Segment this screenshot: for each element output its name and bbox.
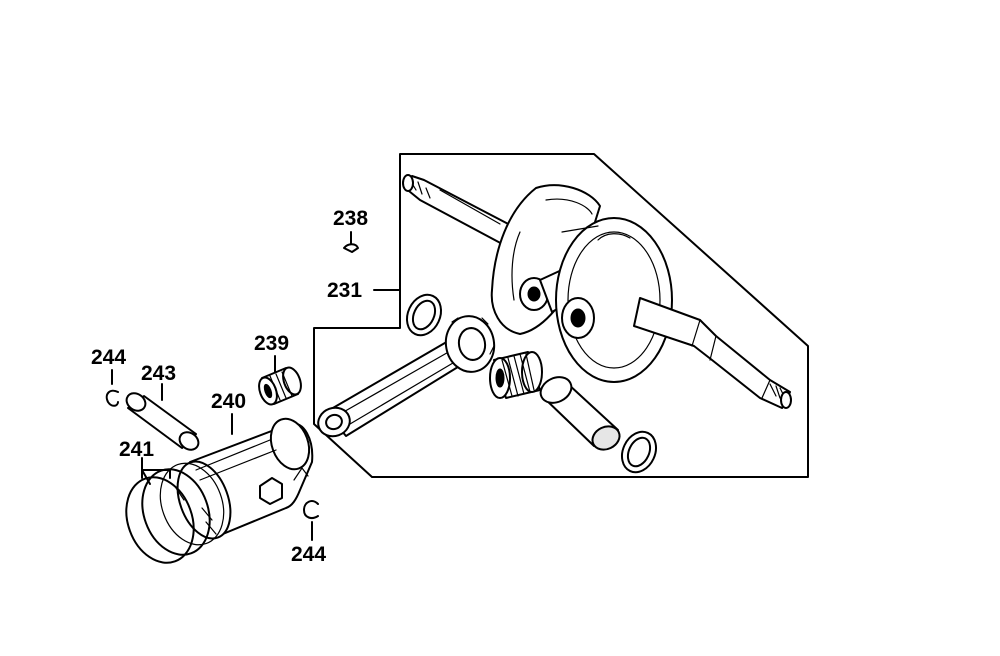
callout-239: 239 [254,332,289,355]
callout-244-bottom: 244 [291,543,326,566]
callout-231: 231 [327,279,362,302]
piston-pin [125,392,200,451]
callout-240: 240 [211,390,246,413]
callout-241: 241 [119,438,154,461]
connecting-rod [317,315,496,438]
piston-pin-clip-top [105,389,119,407]
crankshaft [402,174,792,409]
callout-244-top: 244 [91,346,126,369]
callout-238: 238 [333,207,368,230]
piston-rings [125,462,225,564]
thrust-washer-lower [620,430,658,474]
thrust-washer-upper [405,293,443,337]
crank-pin [539,376,621,451]
needle-bearing-small-end [258,366,302,406]
callout-243: 243 [141,362,176,385]
piston [176,417,314,540]
assembly-outline [313,153,809,478]
needle-bearing-big-end [489,351,543,399]
leader-241 [141,457,171,485]
piston-pin-clip-bottom [303,500,319,519]
woodruff-key [343,243,359,253]
